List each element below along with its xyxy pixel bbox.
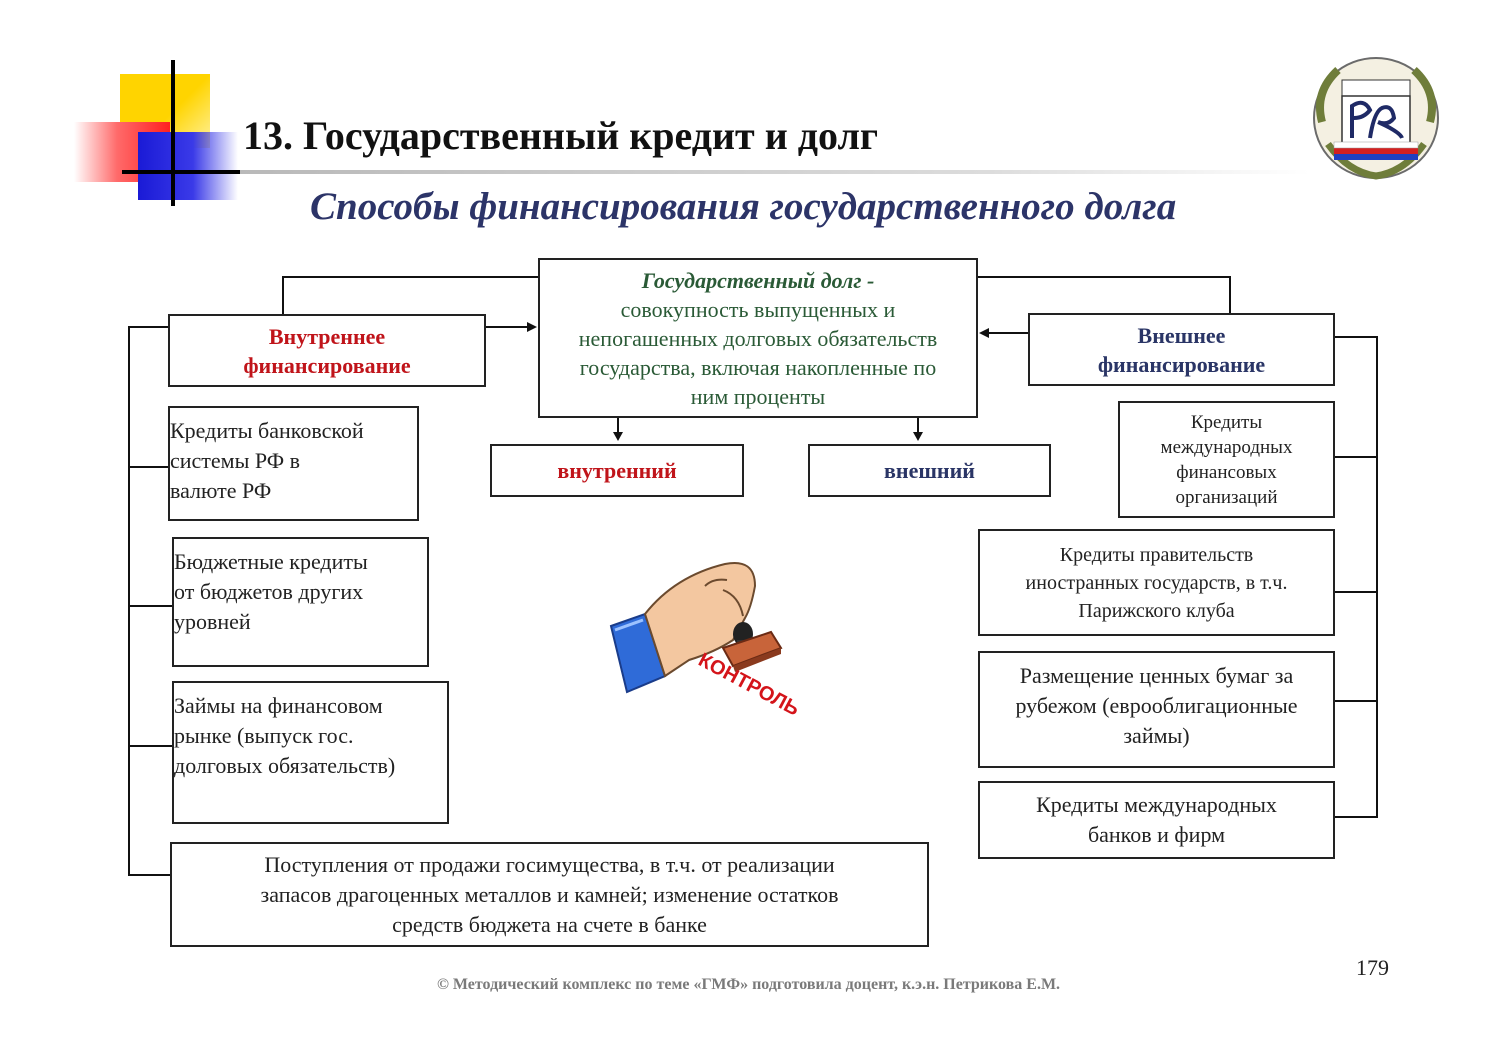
arrow-right-icon [527,322,537,332]
internal-item-market-loans: Займы на финансовом рынке (выпуск гос. д… [172,681,449,824]
item-line: банков и фирм [1087,822,1226,847]
debt-definition-box: Государственный долг - совокупность выпу… [538,258,978,418]
item-line: Парижского клуба [1078,599,1235,622]
footer-credit: © Методический комплекс по теме «ГМФ» по… [436,976,1061,993]
connector [1334,591,1378,593]
decor-horizontal-line [122,170,240,174]
external-financing-header: Внешнее финансирование [1028,313,1335,386]
item-line: организаций [1175,486,1278,508]
decor-blue-square [138,132,238,200]
item-line: уровней [174,609,251,634]
internal-debt-label: внутренний [557,458,677,483]
debt-definition-line: совокупность выпущенных и [620,296,896,322]
arrow-down-icon [613,432,623,441]
connector [282,276,540,278]
hand-stamp-icon: КОНТРОЛЬ [609,562,803,721]
external-financing-label: финансирование [1097,351,1266,377]
internal-financing-label: финансирование [243,352,411,378]
item-line: средств бюджета на счете в банке [392,911,707,937]
item-line: финансовых [1176,461,1277,483]
university-emblem-icon [1313,57,1439,180]
connector [128,874,170,876]
item-line: Размещение ценных бумаг за [1019,663,1294,688]
debt-definition-line: непогашенных долговых обязательств [578,325,938,351]
external-item-gov-credits: Кредиты правительств иностранных государ… [978,529,1335,636]
item-line: рынке (выпуск гос. [174,723,354,748]
item-line: системы РФ в [170,448,301,473]
external-item-bank-credits: Кредиты международных банков и фирм [978,781,1335,859]
slide-subtitle: Способы финансирования государственного … [310,185,1177,228]
connector [1229,276,1231,314]
item-line: Кредиты [1190,411,1263,433]
external-item-eurobonds: Размещение ценных бумаг за рубежом (евро… [978,651,1335,768]
item-line: международных [1160,436,1293,458]
connector [128,326,130,876]
connector [976,276,1230,278]
connector [1334,456,1378,458]
external-item-intl-orgs: Кредиты международных финансовых организ… [1118,401,1335,518]
title-rule [240,170,1310,174]
item-line: Поступления от продажи госимущества, в т… [264,851,835,877]
connector [1334,700,1378,702]
item-line: Кредиты международных [1036,792,1277,817]
connector [128,745,172,747]
debt-definition-line: ним проценты [690,383,826,409]
connector [486,326,528,328]
connector [617,416,619,434]
internal-debt-box: внутренний [490,444,744,497]
internal-financing-header: Внутреннее финансирование [168,314,486,387]
external-debt-box: внешний [808,444,1051,497]
item-line: Займы на финансовом [174,693,383,718]
debt-term: Государственный долг - [641,267,875,293]
arrow-left-icon [979,328,989,338]
item-line: Кредиты правительств [1059,543,1254,566]
connector [988,332,1028,334]
item-line: Кредиты банковской [170,418,364,443]
connector [1376,336,1378,818]
internal-item-budget-credits: Бюджетные кредиты от бюджетов других уро… [172,537,429,667]
connector [1334,336,1378,338]
item-line: Бюджетные кредиты [174,549,368,574]
item-line: рубежом (еврооблигационные [1015,693,1298,718]
item-line: валюте РФ [170,478,272,503]
internal-item-property-sales: Поступления от продажи госимущества, в т… [170,842,929,947]
page-number: 179 [1356,955,1389,980]
connector [1334,816,1378,818]
decor-vertical-line [171,60,175,206]
connector [282,276,284,316]
item-line: запасов драгоценных металлов и камней; и… [260,881,839,907]
item-line: иностранных государств, в т.ч. [1025,571,1288,594]
external-financing-label: Внешнее [1137,322,1226,348]
slide-title: 13. Государственный кредит и долг [243,113,879,158]
connector [128,466,170,468]
item-line: займы) [1123,723,1190,748]
external-debt-label: внешний [884,458,975,483]
item-line: от бюджетов других [174,579,364,604]
internal-item-bank-credits: Кредиты банковской системы РФ в валюте Р… [168,406,419,521]
internal-financing-label: Внутреннее [268,323,386,349]
connector [128,326,170,328]
item-line: долговых обязательств) [174,753,396,778]
connector [128,605,172,607]
debt-definition-line: государства, включая накопленные по [579,354,937,380]
connector [917,416,919,434]
arrow-down-icon [913,432,923,441]
